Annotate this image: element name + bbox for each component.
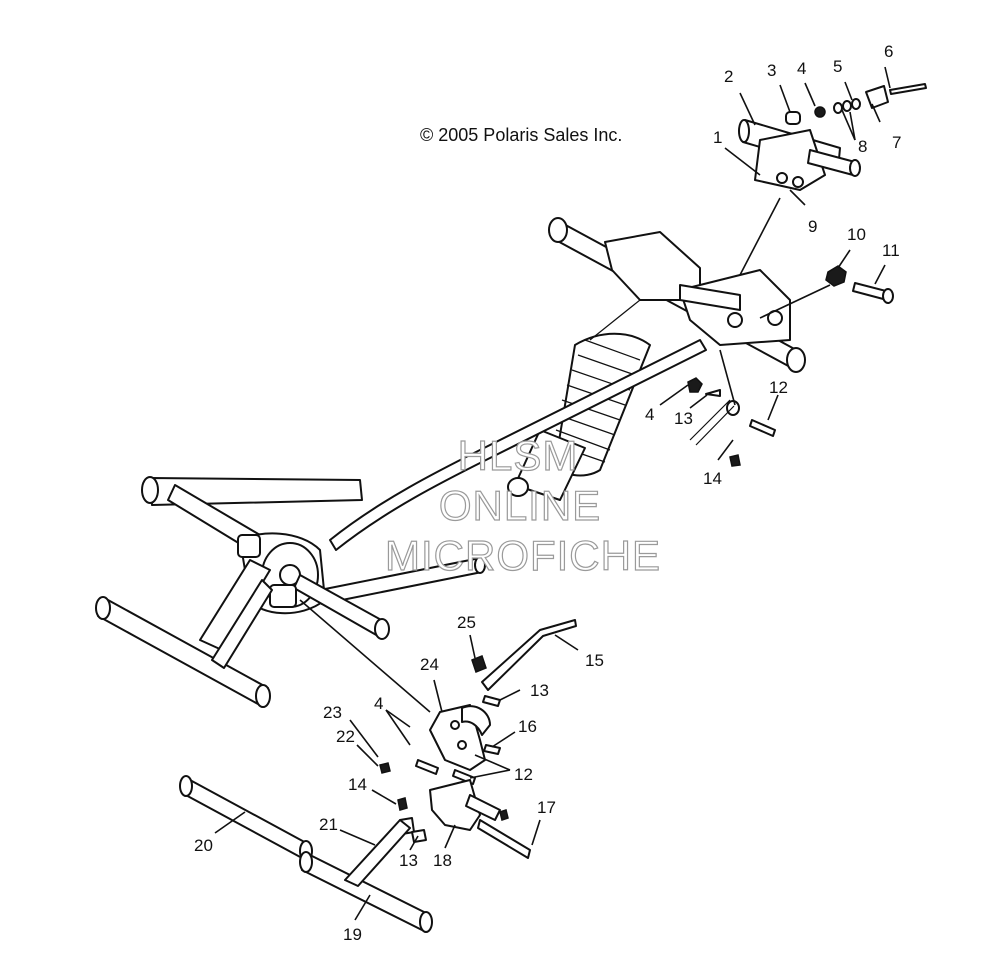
callout-3: 3 <box>767 61 776 80</box>
callout-19: 19 <box>343 925 362 944</box>
upper-bracket-assembly <box>738 119 861 191</box>
rear-torque-arm <box>141 476 486 605</box>
callout-14-upper: 14 <box>703 469 722 488</box>
callout-9: 9 <box>808 217 817 236</box>
callout-2: 2 <box>724 67 733 86</box>
watermark-line-2: ONLINE <box>439 482 601 529</box>
callout-4: 4 <box>797 59 806 78</box>
watermark-line-1: HLSM <box>458 432 579 479</box>
callout-20: 20 <box>194 836 213 855</box>
callout-1: 1 <box>713 128 722 147</box>
callout-12-lower: 12 <box>514 765 533 784</box>
callout-24: 24 <box>420 655 439 674</box>
callout-16: 16 <box>518 717 537 736</box>
upper-hardware <box>785 83 927 125</box>
lower-rear-shaft <box>95 559 273 708</box>
callout-18: 18 <box>433 851 452 870</box>
shock-spring <box>507 332 651 501</box>
callout-15: 15 <box>585 651 604 670</box>
callout-8: 8 <box>858 137 867 156</box>
callout-14-lower: 14 <box>348 775 367 794</box>
callout-10: 10 <box>847 225 866 244</box>
callout-25: 25 <box>457 613 476 632</box>
link-rod <box>329 299 707 551</box>
callout-11: 11 <box>882 241 900 260</box>
pivot-bolt-hardware <box>825 265 894 304</box>
callout-labels: 2 3 4 5 6 1 8 7 9 10 11 12 4 13 14 15 25… <box>194 42 901 944</box>
copyright-text: © 2005 Polaris Sales Inc. <box>420 125 622 145</box>
callout-17: 17 <box>537 798 556 817</box>
callout-21: 21 <box>319 815 338 834</box>
mid-hardware <box>687 377 776 467</box>
watermark-line-3: MICROFICHE <box>385 532 661 579</box>
callout-13-bottom: 13 <box>399 851 418 870</box>
front-arm-bracket <box>604 231 791 346</box>
lower-yoke-assembly <box>379 762 531 859</box>
callout-22: 22 <box>336 727 355 746</box>
callout-13-lower: 13 <box>530 681 549 700</box>
callout-13-upper: 13 <box>674 409 693 428</box>
watermark: HLSM ONLINE MICROFICHE <box>384 431 661 579</box>
lower-bracket-assembly <box>415 619 577 785</box>
callout-4-lower: 4 <box>374 694 383 713</box>
callout-6: 6 <box>884 42 893 61</box>
callout-4-mid: 4 <box>645 405 654 424</box>
lower-front-shaft <box>179 775 433 933</box>
callout-23: 23 <box>323 703 342 722</box>
callout-12-upper: 12 <box>769 378 788 397</box>
leader-lines <box>214 66 891 921</box>
callout-5: 5 <box>833 57 842 76</box>
callout-7: 7 <box>892 133 901 152</box>
